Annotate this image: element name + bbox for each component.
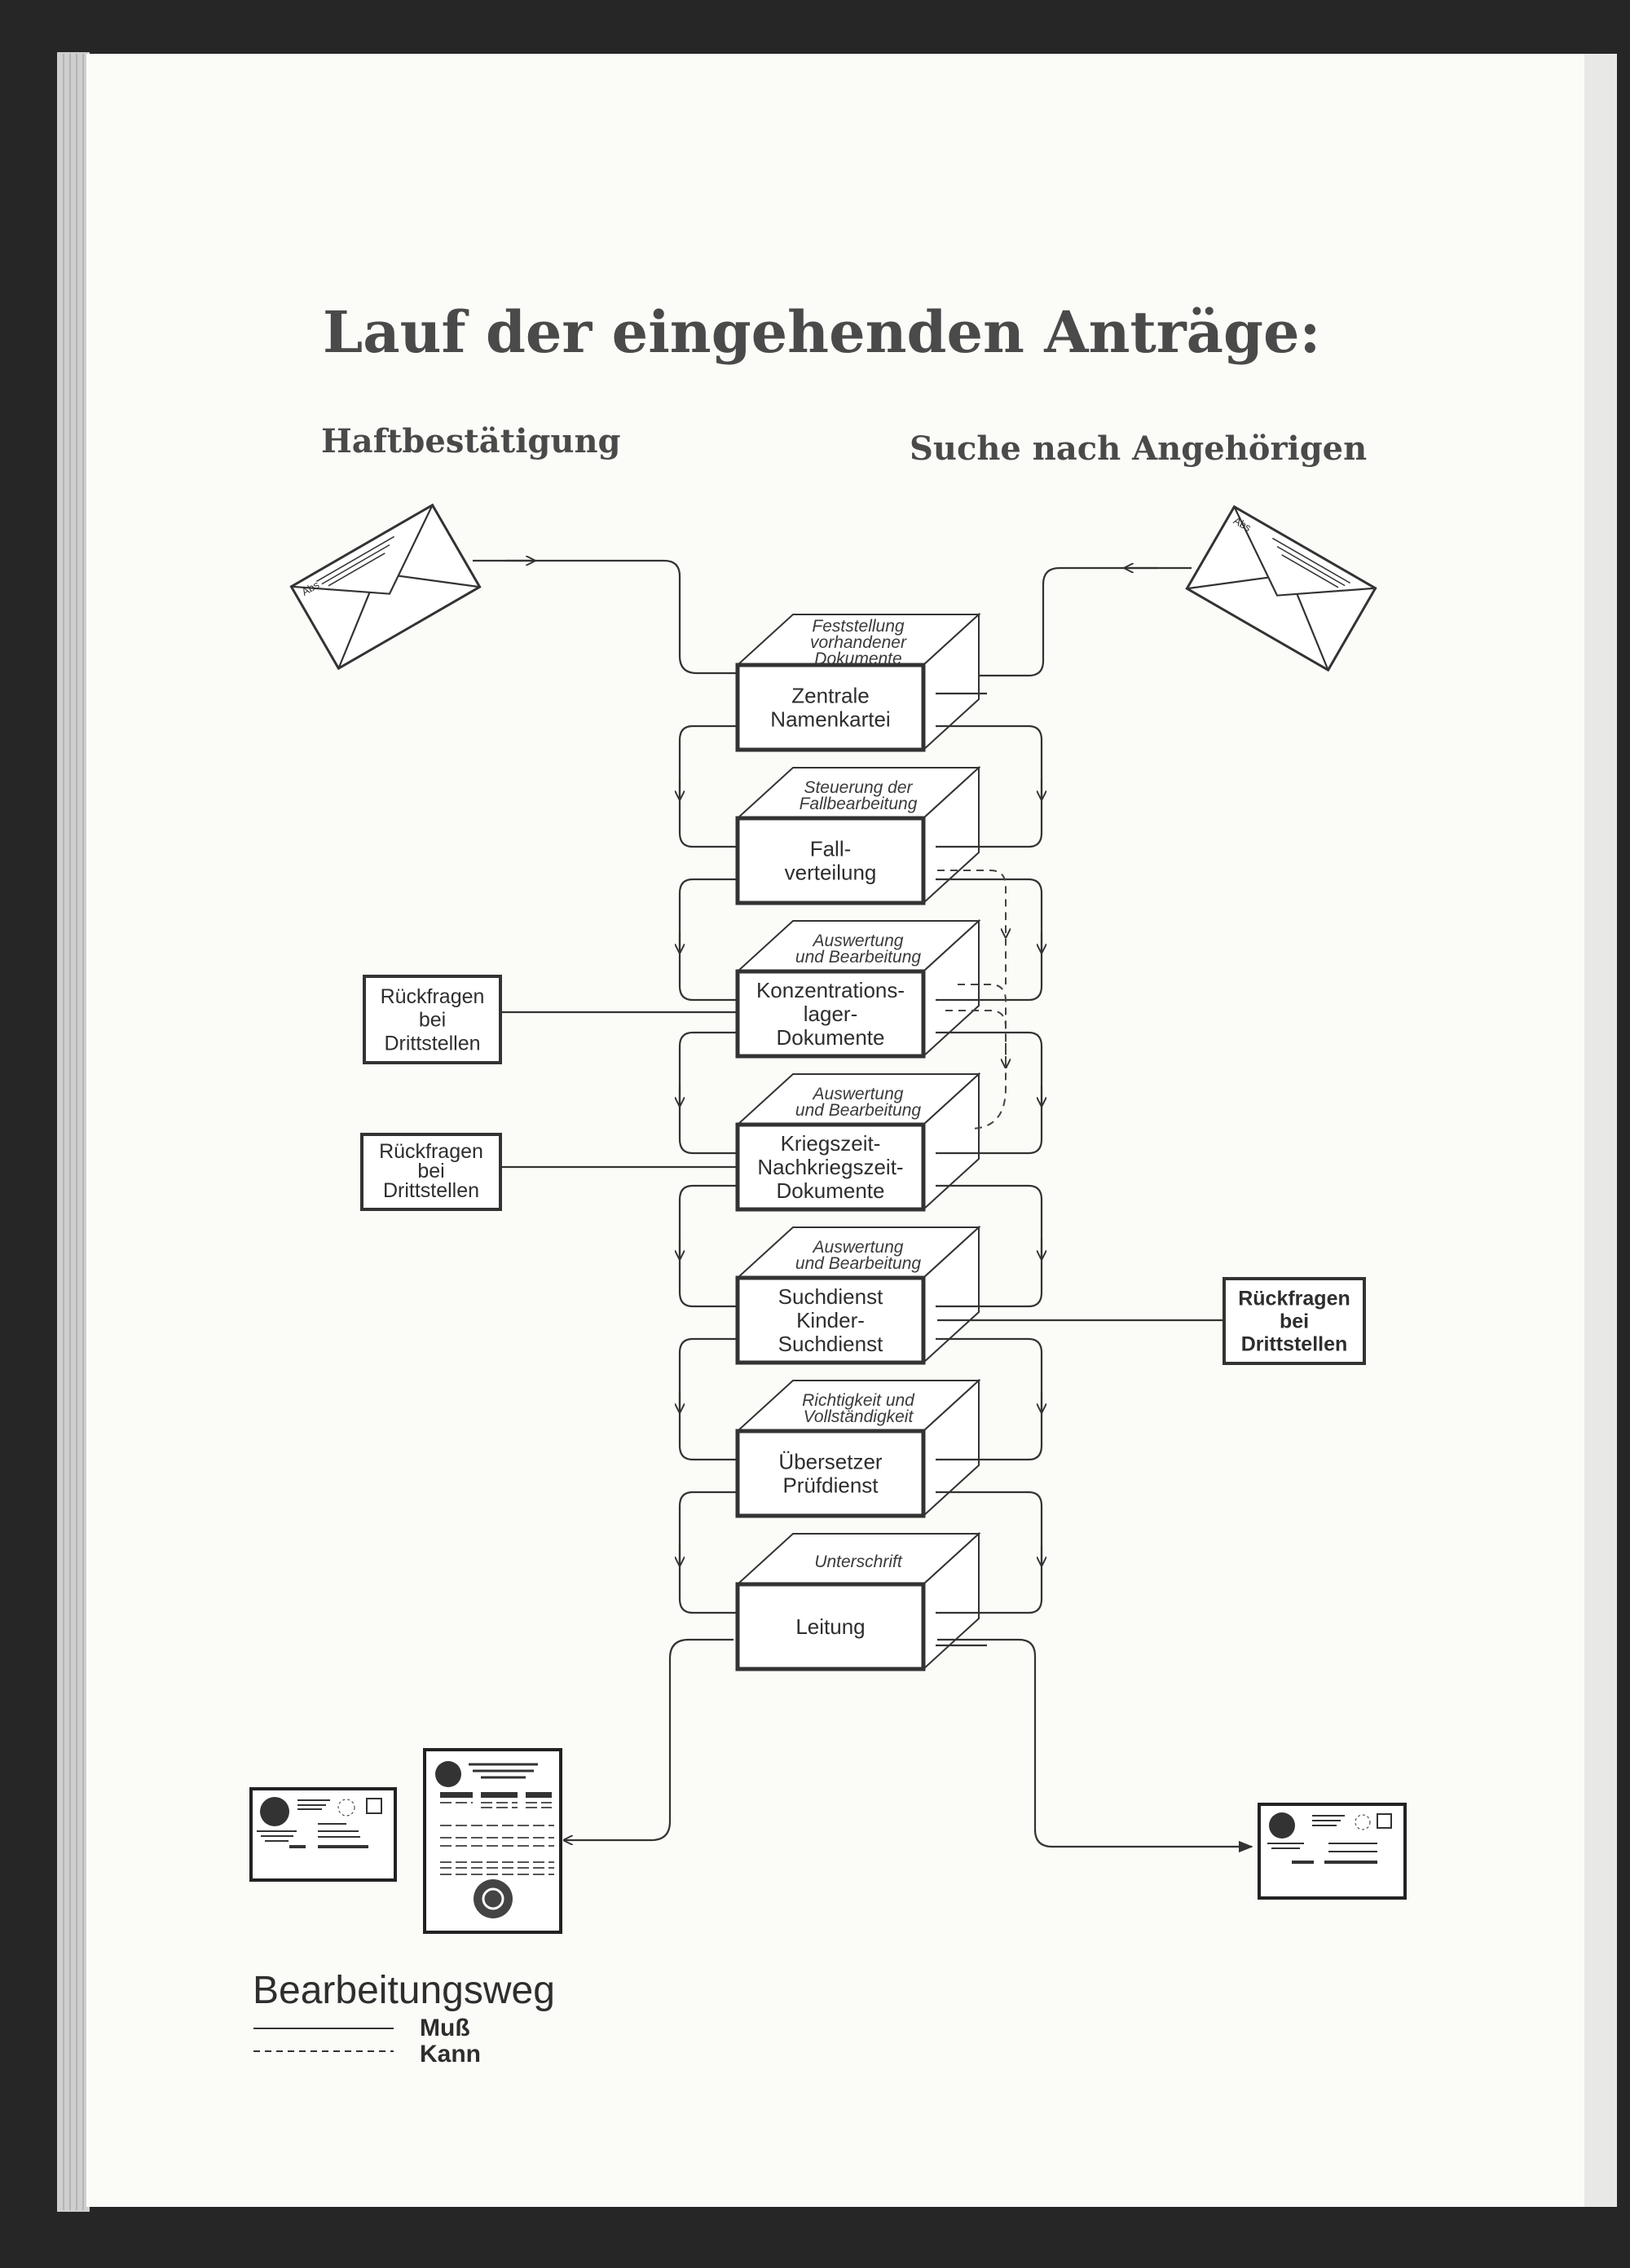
certificate-document-icon: [423, 1748, 562, 1934]
optional-path-konz-krieg: [958, 984, 1007, 1130]
box-department-label: Kinder-: [796, 1308, 865, 1332]
box-task-label: und Bearbeitung: [795, 948, 921, 967]
box-task-label: Unterschrift: [814, 1552, 903, 1571]
rueckfragen-label: Drittstellen: [1241, 1332, 1348, 1355]
box-department-label: Suchdienst: [778, 1284, 883, 1309]
connector-stub: [936, 1458, 987, 1494]
box-task-label: und Bearbeitung: [795, 1101, 921, 1120]
box-department-label: Übersetzer: [778, 1450, 882, 1474]
flow-suche-in: [937, 566, 1192, 677]
rueckfragen-label: bei: [419, 1009, 446, 1032]
box-task-label: Feststellung: [812, 617, 905, 636]
box-department-label: Prüfdienst: [782, 1473, 879, 1498]
process-box: Richtigkeit undVollständigkeitÜbersetzer…: [735, 1378, 987, 1518]
box-department-label: lager-: [804, 1002, 857, 1026]
rueckfragen-frame: [360, 1133, 502, 1211]
rueckfragen-frame: [1222, 1277, 1366, 1365]
connector-stub: [936, 1152, 987, 1187]
box-department-label: Dokumente: [777, 1178, 885, 1203]
box-department-label: Zentrale: [791, 684, 869, 708]
optional-path-fall-konz: [937, 870, 1007, 984]
box-front-face: [735, 969, 926, 1059]
connector-stub: [936, 845, 987, 881]
connector-stub: [936, 1611, 987, 1647]
box-task-label: Steuerung der: [804, 778, 913, 797]
rueckfragen-label: Rückfragen: [1238, 1287, 1350, 1310]
box-department-label: Kriegszeit-: [781, 1131, 881, 1156]
box-front-face: [735, 1429, 926, 1518]
connector-stub: [936, 998, 987, 1034]
connector-stub: [936, 1305, 987, 1341]
subtitle-right: Suche nach Angehörigen: [910, 429, 1367, 468]
box-task-label: Vollständigkeit: [804, 1407, 914, 1426]
connector-stub: [936, 692, 987, 728]
box-department-label: Suchdienst: [778, 1332, 883, 1356]
box-task-label: Auswertung: [812, 1238, 904, 1257]
box-task-label: Auswertung: [812, 1085, 904, 1103]
box-task-label: vorhandener: [810, 633, 907, 652]
box-front-face: [735, 1275, 926, 1365]
box-department-label: verteilung: [785, 861, 877, 885]
box-department-label: Namenkartei: [770, 707, 890, 732]
box-front-face: [735, 816, 926, 905]
box-task-label: Dokumente: [814, 650, 901, 668]
box-front-face: [735, 1122, 926, 1212]
box-department-label: Leitung: [795, 1614, 865, 1639]
box-front-face: [735, 1582, 926, 1671]
subtitle-left: Haftbestätigung: [321, 422, 621, 460]
optional-path-konz-krieg-2: [945, 1010, 1007, 1059]
postcard-icon-right: [1258, 1803, 1407, 1900]
envelope-icon-left: Abs: [289, 503, 482, 671]
box-department-label: Nachkriegszeit-: [757, 1155, 903, 1179]
legend-solid-label: Muß: [420, 2015, 470, 2041]
flow-out-suche: [937, 1638, 1253, 1853]
flow-haftbestaetigung-in: [473, 559, 743, 675]
flow-out-haftbestaetigung: [564, 1638, 734, 1840]
rueckfragen-label: Rückfragen: [381, 985, 485, 1008]
box-task-label: und Bearbeitung: [795, 1254, 921, 1273]
box-department-label: Dokumente: [777, 1025, 885, 1050]
rueckfragen-label: Drittstellen: [384, 1032, 480, 1055]
rueckfragen-label: Drittstellen: [383, 1179, 479, 1202]
envelope-icon-right: Abs: [1185, 504, 1377, 672]
rueckfragen-label: bei: [1280, 1310, 1309, 1332]
box-department-label: Konzentrations-: [756, 978, 905, 1002]
rueckfragen-label: Rückfragen: [379, 1140, 483, 1163]
page-stack-edge: [57, 52, 90, 2212]
process-box: FeststellungvorhandenerDokumenteZentrale…: [735, 612, 987, 752]
box-department-label: Fall-: [810, 837, 852, 861]
postcard-icon-left: [249, 1787, 397, 1882]
box-front-face: [735, 663, 926, 752]
rueckfragen-frame: [363, 975, 502, 1064]
box-task-label: Richtigkeit und: [802, 1391, 915, 1410]
rueckfragen-label: bei: [417, 1160, 444, 1182]
box-task-label: Auswertung: [812, 931, 904, 950]
legend-title: Bearbeitungsweg: [253, 1969, 555, 2012]
page-title: Lauf der eingehenden Anträge:: [323, 298, 1320, 366]
legend-dashed-label: Kann: [420, 2041, 481, 2068]
box-task-label: Fallbearbeitung: [800, 795, 918, 813]
right-page-edge: [1584, 54, 1617, 2207]
process-box: Steuerung derFallbearbeitungFall-verteil…: [735, 765, 987, 905]
